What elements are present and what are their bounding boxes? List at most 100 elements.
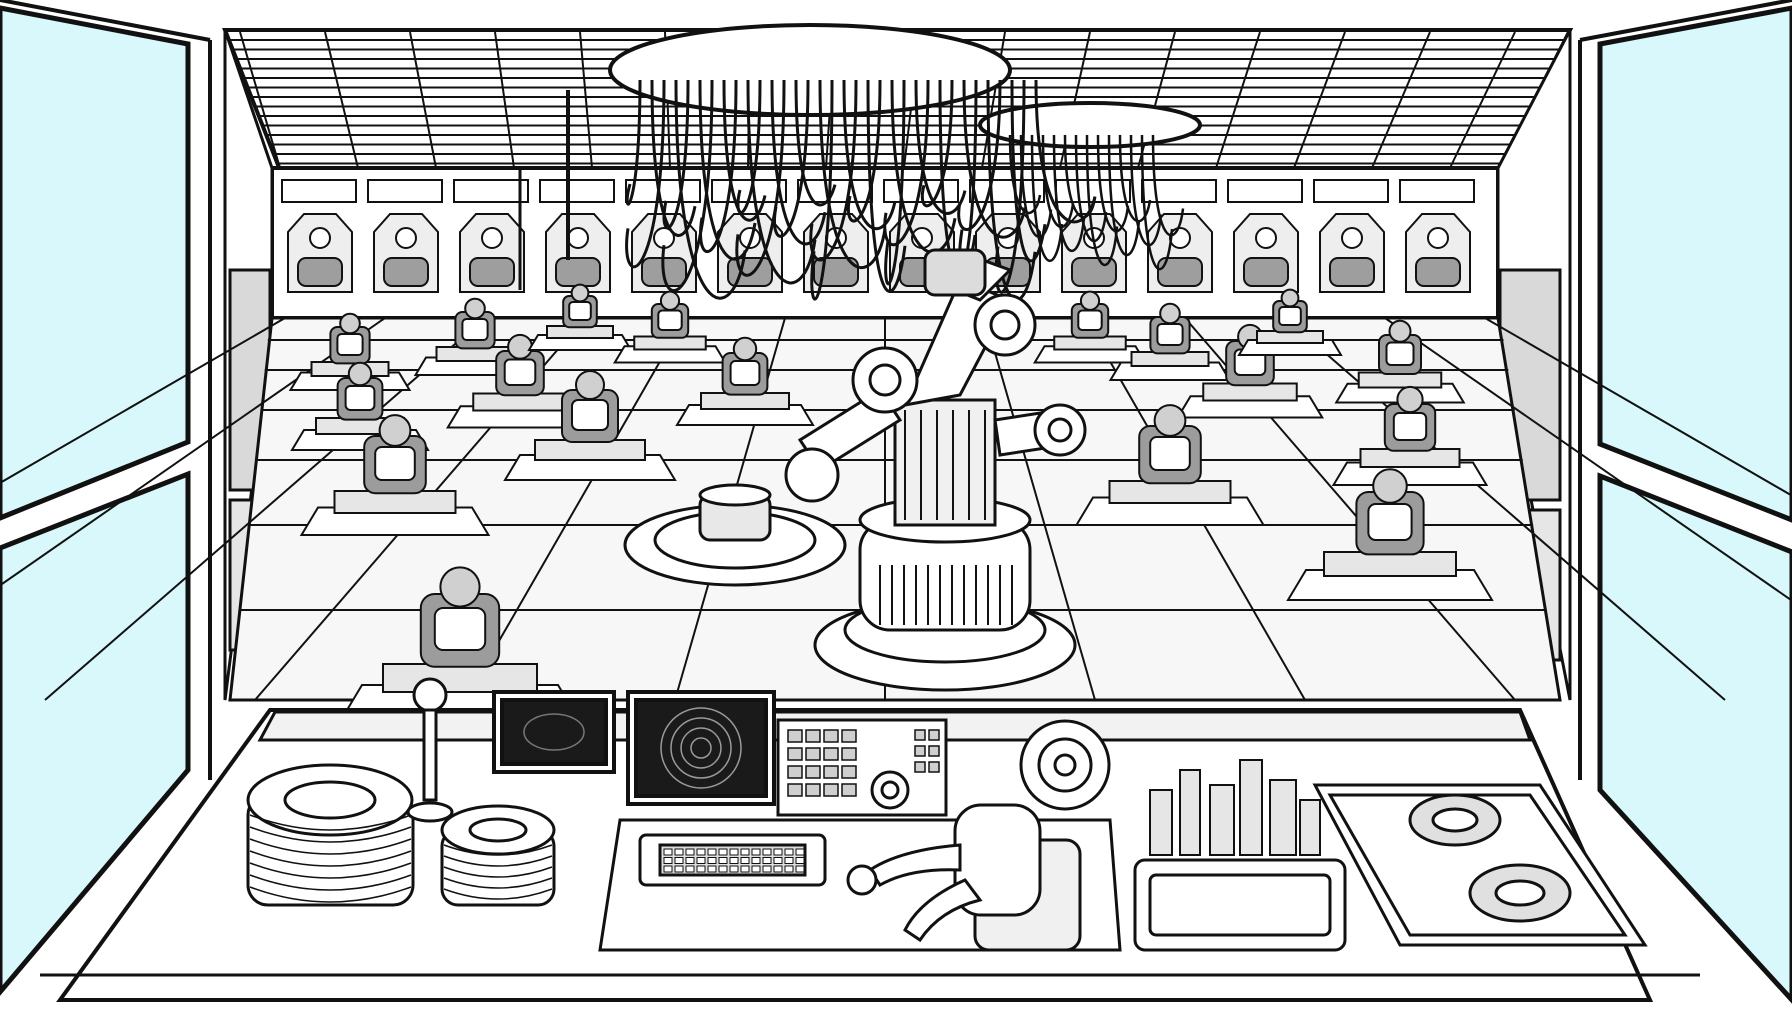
station-machine-dome — [1388, 319, 1412, 343]
cable-hub-ring — [608, 23, 1012, 117]
station-machine-window — [729, 360, 761, 386]
keyboard-key — [663, 857, 673, 864]
panel-button — [841, 729, 857, 743]
station-machine-window — [1367, 503, 1413, 541]
hanging-cable — [1085, 134, 1119, 267]
hanging-cable — [1041, 134, 1075, 229]
disc-stack-top-inner — [468, 817, 528, 843]
operator-face-center — [1053, 753, 1077, 777]
assembly-station — [299, 414, 491, 536]
assembly-station — [445, 333, 595, 429]
assembly-stations — [288, 283, 1494, 721]
disc-stack-large — [246, 763, 415, 907]
keyboard-key — [773, 857, 783, 864]
robot-column-ribs — [904, 410, 986, 520]
hanging-cable — [957, 79, 1002, 231]
keyboard-key — [762, 857, 772, 864]
hanging-cable — [625, 79, 642, 206]
keyboard-key — [696, 848, 706, 856]
station-machine-window — [374, 446, 416, 481]
station-machine-dome — [339, 312, 361, 335]
radar-ring — [680, 727, 722, 769]
ceiling-rib — [409, 31, 437, 169]
station-machine-dome — [575, 370, 605, 400]
wall-vent — [281, 179, 357, 203]
station-machine-dome — [659, 290, 681, 311]
floor-grid-line — [0, 317, 286, 485]
station-machine-dome — [439, 566, 481, 608]
hanging-cable — [746, 79, 817, 285]
keyboard-key — [685, 857, 695, 864]
keyboard-key — [707, 865, 717, 873]
dual-disc-panel — [1312, 783, 1648, 947]
disc-edge — [443, 866, 553, 878]
assembly-station — [1237, 288, 1343, 356]
radar-ring — [670, 717, 732, 779]
wall-vent — [367, 179, 443, 203]
panel-button — [787, 747, 803, 761]
keyboard-key — [729, 857, 739, 864]
wall-vent — [1399, 179, 1475, 203]
disc-edge — [443, 877, 553, 889]
assembly-station — [1286, 468, 1494, 601]
keyboard-keys — [663, 848, 805, 873]
station-machine-window — [336, 333, 364, 356]
hanging-cable — [818, 79, 887, 270]
left-window-frame-line — [0, 0, 211, 42]
operator-arm — [903, 878, 983, 943]
wall-bay-window — [383, 257, 429, 287]
keyboard-key — [718, 865, 728, 873]
left-window-upper-pane — [0, 5, 191, 521]
left-window — [0, 0, 212, 996]
keyboard-key — [795, 848, 805, 856]
microphone-base — [406, 801, 454, 823]
wall-bay-gauge — [739, 227, 761, 249]
hanging-cable — [809, 79, 858, 262]
station-machine-dome — [507, 333, 533, 360]
floor-grid-line — [0, 317, 386, 587]
disc-edge — [249, 874, 412, 891]
hanging-cables — [518, 79, 1185, 302]
station-machine-window — [344, 385, 376, 411]
panel-button — [787, 729, 803, 743]
monitor-small-graphic — [523, 713, 585, 751]
wall-bay-gauge — [1341, 227, 1363, 249]
panel-switch — [928, 761, 940, 773]
keyboard-key — [751, 865, 761, 873]
keyboard-key — [751, 857, 761, 864]
hanging-cable — [736, 79, 762, 215]
hanging-cable — [698, 79, 757, 261]
floor-grid-line — [1484, 317, 1792, 497]
station-platform — [382, 663, 538, 693]
disc-panel-upper-disc-inner — [1431, 807, 1479, 833]
ceiling-rib — [1215, 31, 1261, 169]
ceiling-rib — [239, 31, 281, 169]
hanging-cable — [1151, 134, 1185, 237]
wall-bay-gauge — [309, 227, 331, 249]
station-platform — [1108, 480, 1232, 504]
floor-grid-line — [1384, 317, 1792, 602]
hanging-cable — [1052, 134, 1086, 253]
wall-vent — [539, 179, 615, 203]
ceiling-rib — [494, 31, 515, 169]
keyboard-key — [795, 857, 805, 864]
hanging-cable — [1008, 134, 1042, 215]
disc-edge — [249, 886, 412, 903]
equipment-block — [1209, 784, 1235, 856]
keyboard-key — [718, 848, 728, 856]
ceiling-cable-hub — [608, 23, 1202, 149]
wall-vent — [1313, 179, 1389, 203]
panel-button — [787, 765, 803, 779]
station-machine-window — [571, 399, 609, 431]
operator-hand — [846, 864, 878, 896]
station-machine-window — [657, 309, 683, 331]
monitor-large-screen — [634, 698, 768, 798]
disc-edge — [443, 844, 553, 856]
ceiling-rib — [1449, 31, 1516, 169]
hanging-cable — [1074, 134, 1108, 243]
keyboard-key — [663, 865, 673, 873]
keyboard-key — [784, 848, 794, 856]
microphone-head — [412, 677, 448, 713]
disc-stack-small — [440, 804, 556, 907]
assembly-station — [1074, 404, 1266, 526]
